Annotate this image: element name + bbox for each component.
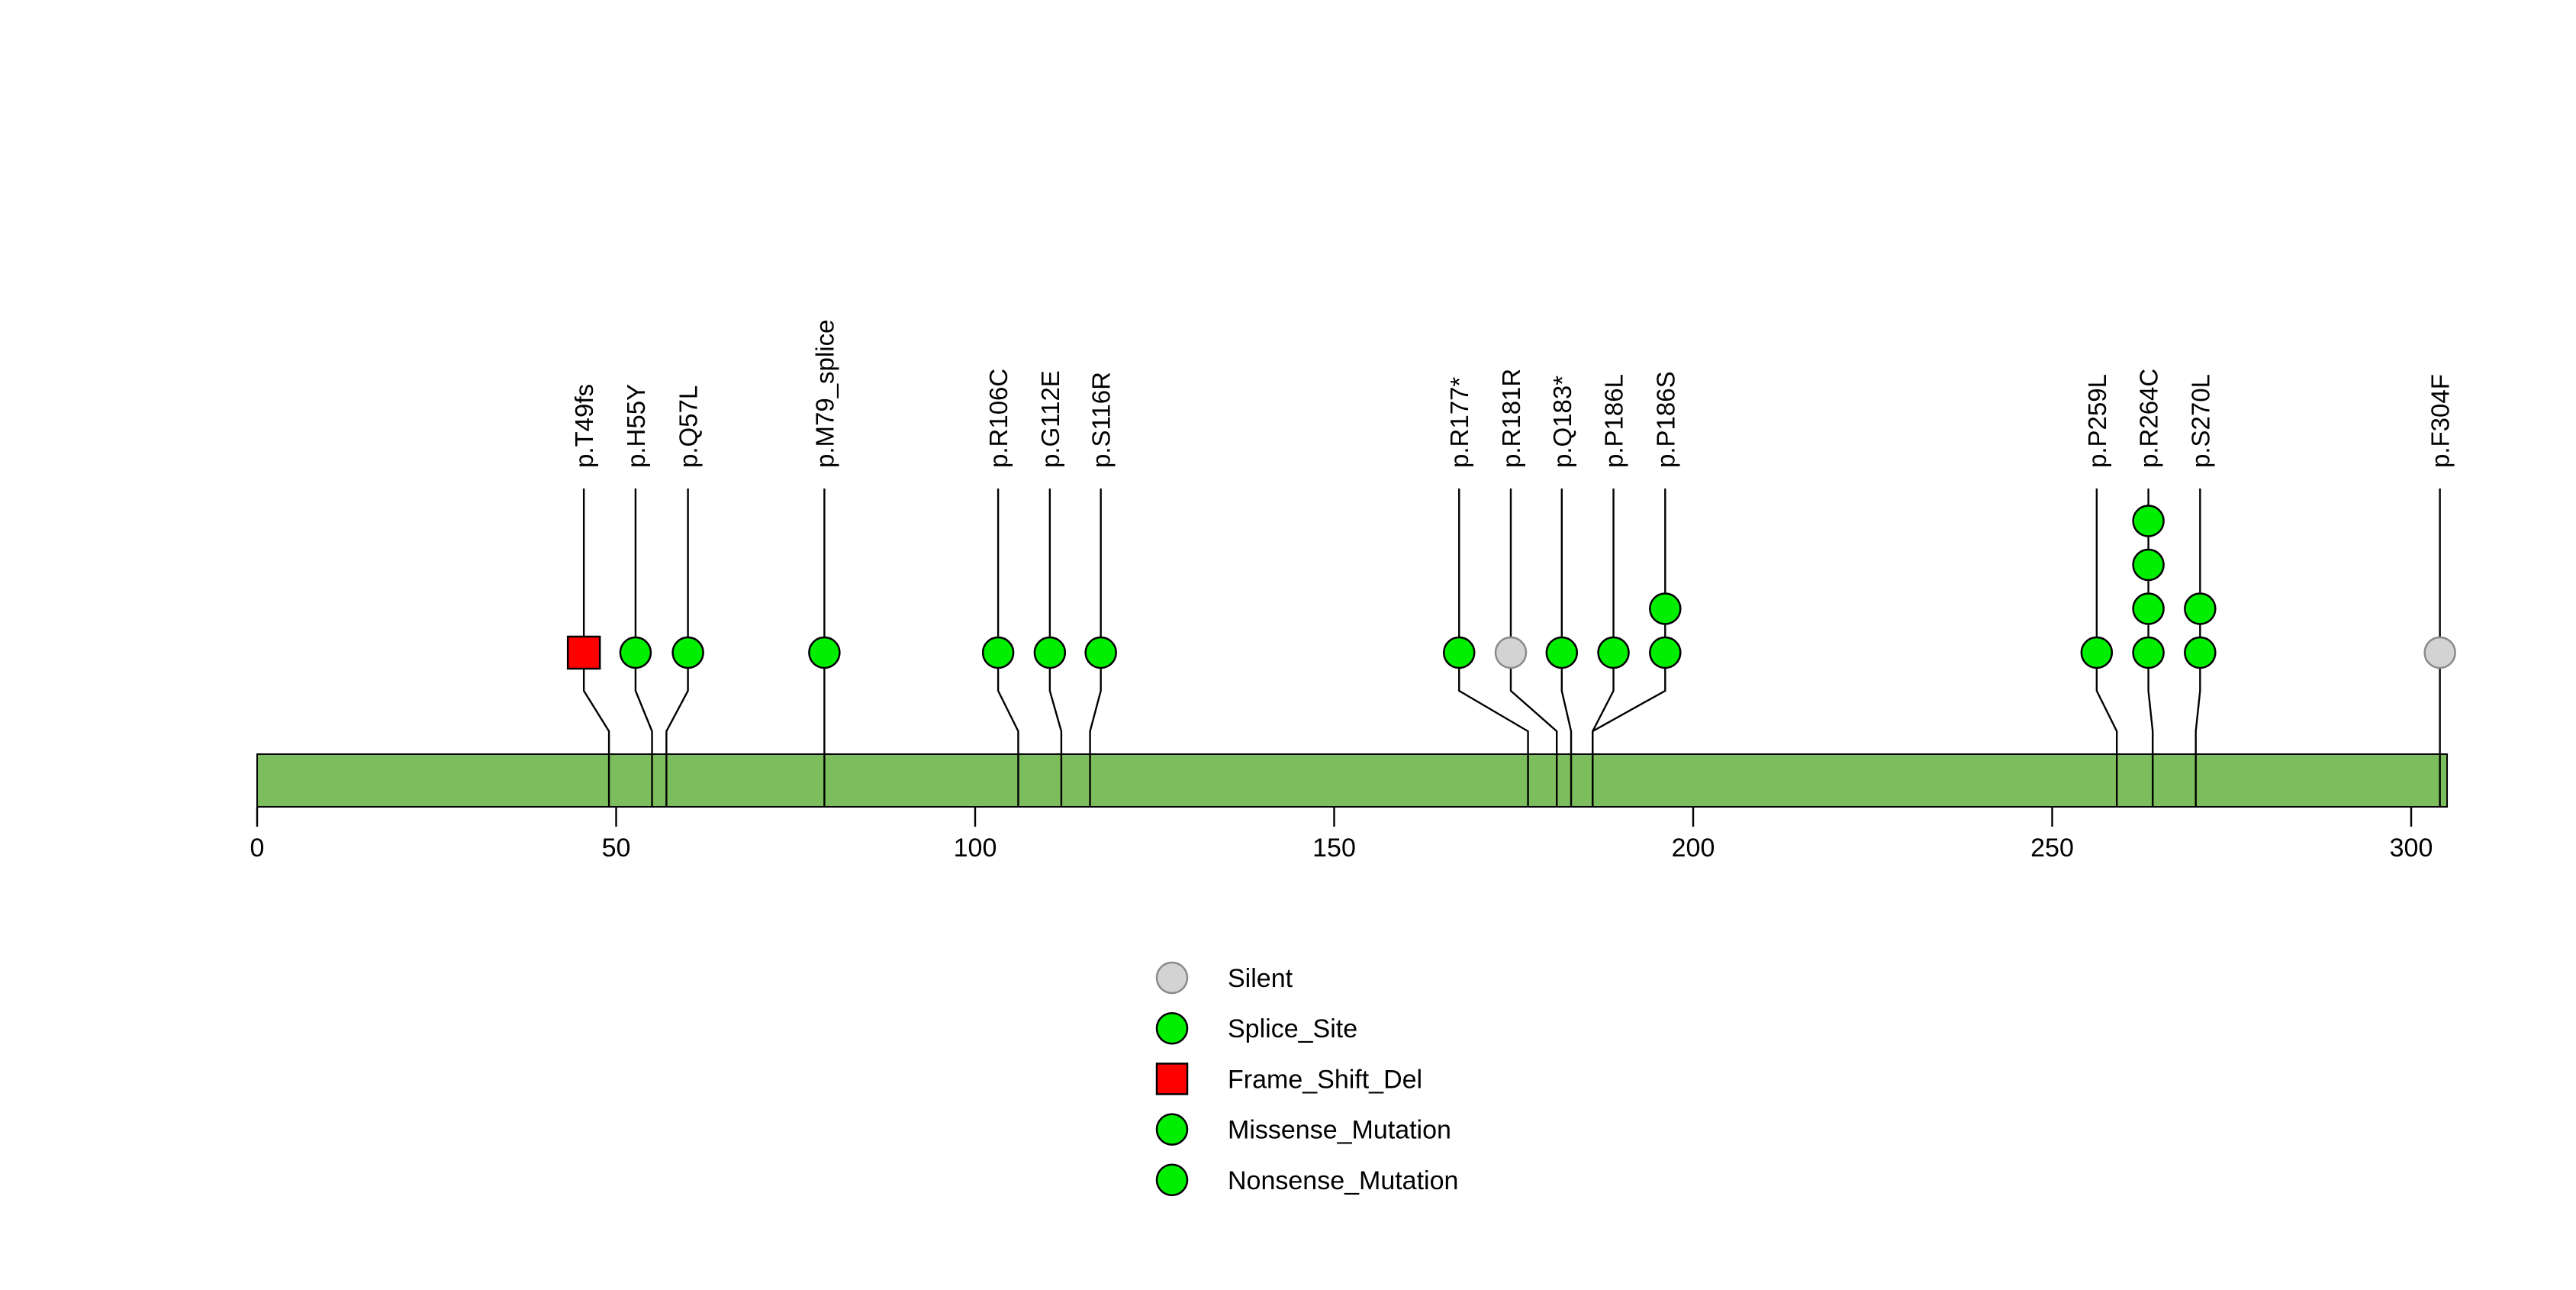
axis-tick-label: 100: [954, 834, 997, 863]
mutation-marker: [2184, 592, 2217, 625]
mutation-label: p.G112E: [1036, 370, 1064, 468]
mutation-marker: [671, 636, 704, 669]
legend-label: Nonsense_Mutation: [1228, 1166, 1458, 1195]
mutation-marker: [619, 636, 652, 669]
mutation-label: p.R181R: [1497, 369, 1525, 468]
mutation-label: p.R177*: [1445, 377, 1473, 468]
lollipop-stem: [997, 489, 1019, 807]
mutation-marker: [2132, 636, 2165, 669]
mutation-marker: [1649, 592, 1682, 625]
mutation-marker: [2184, 636, 2217, 669]
axis-tick-label: 300: [2390, 834, 2433, 863]
mutation-marker: [1494, 636, 1528, 669]
legend-label: Splice_Site: [1228, 1014, 1357, 1043]
axis-tick-label: 200: [1672, 834, 1715, 863]
mutation-marker: [1649, 636, 1682, 669]
legend-marker-silent: [1155, 961, 1189, 995]
mutation-label: p.S116R: [1087, 372, 1116, 468]
mutation-label: p.P186L: [1600, 374, 1628, 468]
mutation-label: p.T49fs: [570, 384, 598, 468]
axis-tick-label: 0: [250, 834, 265, 863]
legend-label: Missense_Mutation: [1228, 1116, 1451, 1145]
lollipop-stem: [1592, 489, 1666, 807]
legend-label: Silent: [1228, 964, 1293, 993]
lollipop-stem: [2095, 489, 2118, 807]
mutation-marker: [1442, 636, 1476, 669]
lollipop-stem: [2147, 489, 2154, 807]
lollipop-stem: [634, 489, 653, 807]
mutation-label: p.P259L: [2083, 374, 2111, 468]
mutation-marker: [2080, 636, 2114, 669]
mutation-marker: [1597, 636, 1630, 669]
lollipop-stem: [582, 489, 610, 807]
mutation-label: p.R264C: [2135, 369, 2163, 468]
mutation-marker: [981, 636, 1015, 669]
legend-marker-splice_site: [1155, 1011, 1189, 1045]
mutation-marker: [808, 636, 841, 669]
mutation-marker: [1033, 636, 1067, 669]
axis-tick-label: 50: [602, 834, 631, 863]
mutation-marker: [2132, 592, 2165, 625]
axis-tick-label: 250: [2030, 834, 2074, 863]
legend-label: Frame_Shift_Del: [1228, 1065, 1422, 1094]
mutation-label: p.Q57L: [675, 385, 703, 468]
lollipop-stem: [1458, 489, 1529, 807]
axis-tick-label: 150: [1312, 834, 1356, 863]
mutation-marker: [566, 635, 601, 670]
lollipop-stem: [1560, 489, 1573, 807]
mutation-label: p.M79_splice: [810, 320, 839, 468]
lollipop-stem: [2194, 489, 2201, 807]
mutation-marker: [2132, 548, 2165, 582]
protein-backbone: [256, 753, 2449, 808]
legend-marker-nonsense_mutation: [1155, 1163, 1189, 1197]
mutation-label: p.R106C: [984, 369, 1013, 468]
mutation-label: p.S270L: [2186, 374, 2214, 468]
legend-marker-missense_mutation: [1155, 1113, 1189, 1146]
lollipop-stem: [1509, 489, 1558, 807]
mutation-label: p.F304F: [2426, 374, 2455, 468]
lollipop-stem: [1048, 489, 1063, 807]
lollipop-stem: [1089, 489, 1102, 807]
lollipop-stem: [665, 489, 689, 807]
mutation-label: p.H55Y: [622, 384, 650, 468]
mutation-label: p.P186S: [1651, 371, 1679, 468]
mutation-marker: [1084, 636, 1117, 669]
legend-marker-frame_shift_del: [1155, 1063, 1189, 1095]
mutation-marker: [2132, 505, 2165, 537]
mutation-label: p.Q183*: [1548, 376, 1576, 468]
mutation-marker: [2423, 636, 2456, 669]
mutation-marker: [1545, 636, 1579, 669]
